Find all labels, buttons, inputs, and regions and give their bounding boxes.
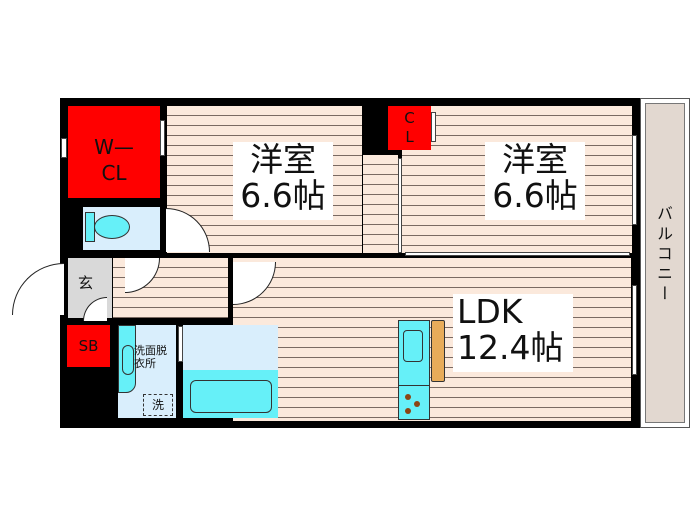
wic-sliding-door[interactable] — [160, 120, 165, 156]
western-room-2-label: 洋室 6.6帖 — [485, 142, 585, 220]
entrance-label: 玄 — [78, 274, 94, 292]
closet: C L — [388, 106, 431, 150]
closet-sliding-door[interactable] — [431, 112, 436, 142]
bath-sliding-door[interactable] — [178, 326, 183, 362]
walk-in-closet: W— CL — [68, 106, 160, 198]
room-2-strip — [363, 155, 398, 253]
balcony-floor — [645, 103, 685, 423]
western-room-1-label: 洋室 6.6帖 — [233, 142, 333, 220]
room-2-sliding-door[interactable] — [398, 158, 402, 253]
burner-icon — [405, 408, 411, 414]
entrance-door[interactable] — [12, 263, 64, 315]
western-room-2-size: 6.6帖 — [492, 175, 578, 215]
western-room-2 — [402, 106, 632, 253]
stove-divider — [398, 385, 430, 386]
vanity-basin — [118, 325, 136, 393]
bathtub-icon — [190, 380, 272, 413]
basin-icon — [122, 345, 134, 375]
toilet-bowl-icon — [94, 215, 130, 239]
ldk-label: LDK 12.4帖 — [453, 294, 573, 372]
western-room-1-size: 6.6帖 — [240, 175, 326, 215]
balcony-label: バルコニー — [654, 205, 673, 305]
counter-top — [431, 320, 445, 382]
window — [632, 135, 637, 225]
ldk-size: 12.4帖 — [457, 327, 564, 367]
window — [632, 285, 637, 375]
burner-icon — [414, 401, 420, 407]
shoe-box: SB — [67, 325, 110, 367]
washroom-label: 洗面脱 衣所 — [134, 344, 167, 370]
window — [61, 138, 67, 158]
western-room-1-name: 洋室 — [250, 140, 316, 179]
sink-icon — [403, 330, 423, 362]
bathroom — [183, 325, 278, 370]
ldk-room2-sliding-door[interactable] — [405, 252, 630, 256]
burner-icon — [405, 394, 411, 400]
ldk-lower — [285, 318, 385, 421]
ldk-name: LDK — [457, 292, 523, 331]
washer-space: 洗 — [143, 394, 173, 416]
western-room-2-name: 洋室 — [502, 140, 568, 179]
